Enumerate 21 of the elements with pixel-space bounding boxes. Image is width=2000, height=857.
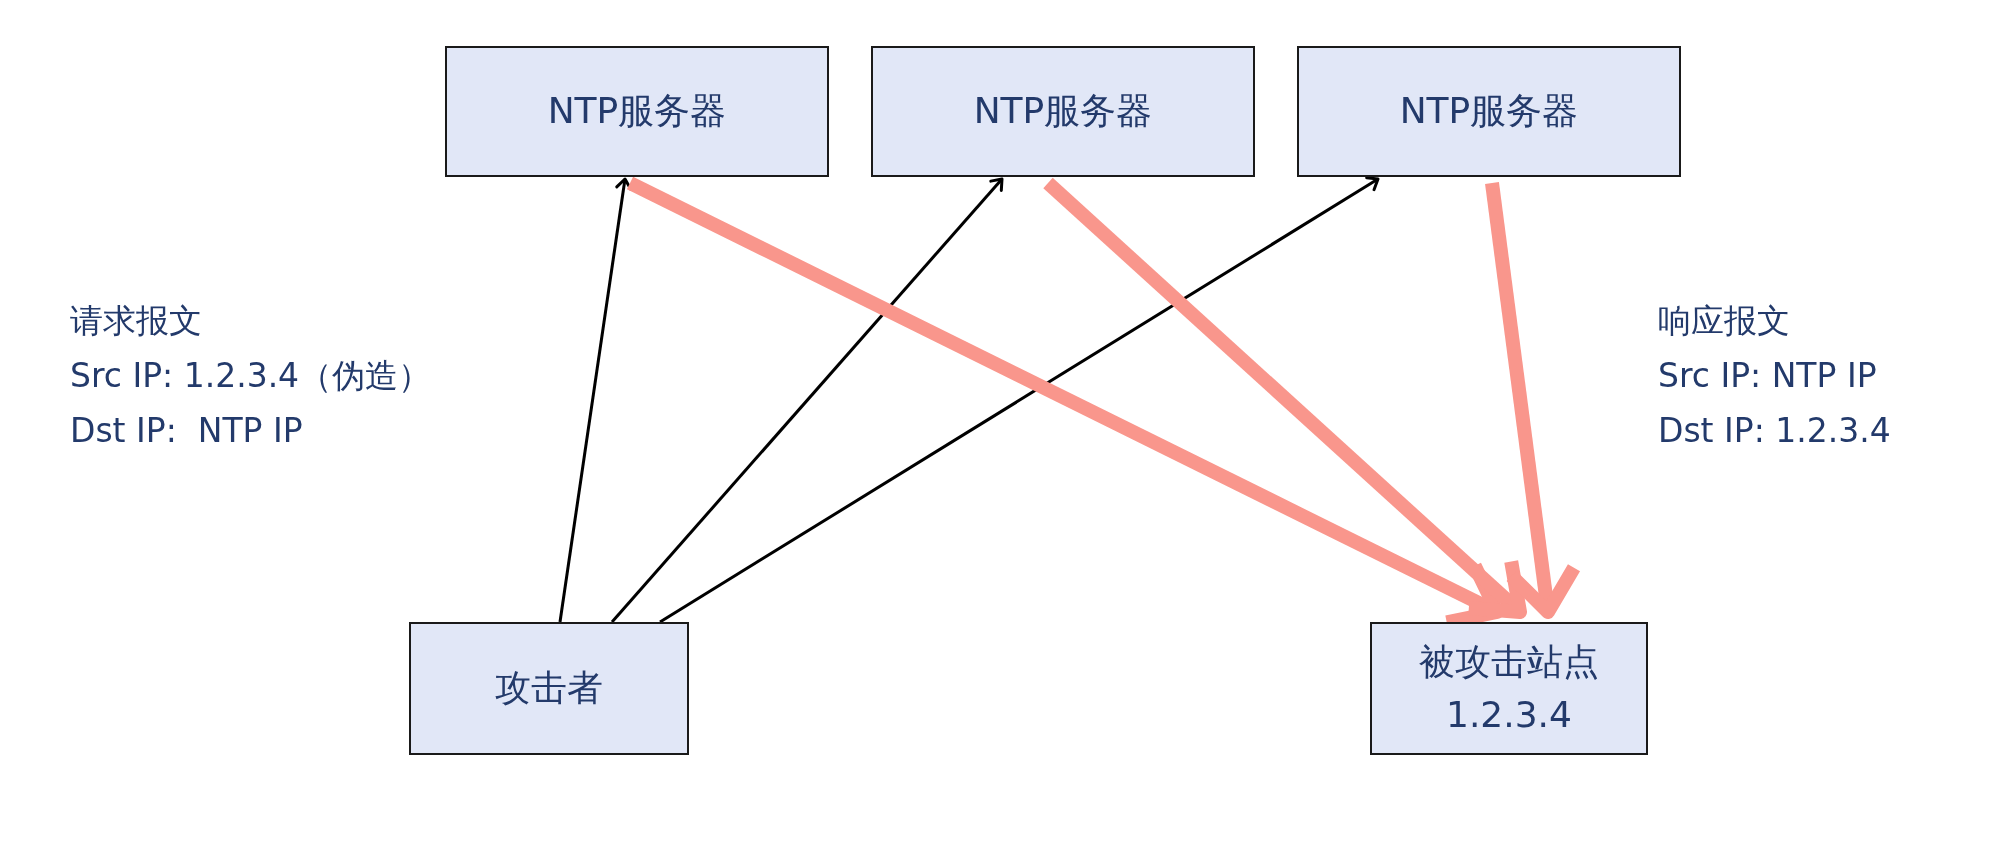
server-box (445, 46, 829, 177)
address-text: Src IP: 1.2.3.4（伪造） (70, 355, 432, 397)
target-box (1370, 622, 1648, 755)
arrow (659, 176, 1380, 624)
address-text: Src IP: NTP IP (1658, 355, 1877, 397)
box-label: 被攻击站点 (1419, 640, 1599, 685)
box-label: NTP服务器 (1399, 89, 1579, 134)
server-box (871, 46, 1255, 177)
address-text: Dst IP: 1.2.3.4 (1658, 410, 1891, 452)
box-label: 攻击者 (495, 666, 603, 711)
arrow (1485, 182, 1581, 619)
message-title: 请求报文 (70, 300, 202, 342)
box-label: NTP服务器 (547, 89, 727, 134)
address-text: Dst IP: NTP IP (70, 410, 303, 452)
server-box (1297, 46, 1681, 177)
arrow (610, 177, 1004, 623)
attacker-box (409, 622, 689, 755)
box-label: 1.2.3.4 (1446, 692, 1572, 737)
box-label: NTP服务器 (973, 89, 1153, 134)
message-title: 响应报文 (1658, 300, 1790, 342)
arrow (1043, 177, 1527, 619)
